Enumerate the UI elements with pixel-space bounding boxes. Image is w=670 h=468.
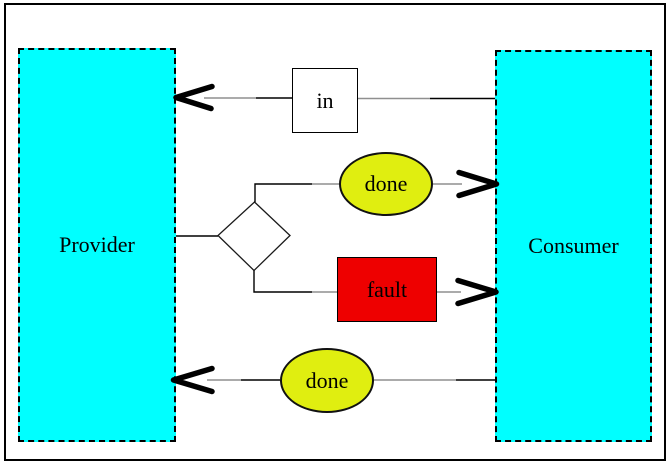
- done-ellipse-top: done: [339, 152, 433, 216]
- in-message-label: in: [316, 87, 334, 113]
- done-ellipse-bottom: done: [280, 348, 374, 413]
- outer-frame: [4, 3, 666, 461]
- consumer-box: Consumer: [495, 50, 652, 442]
- provider-label: Provider: [59, 232, 135, 257]
- done-top-label: done: [364, 171, 408, 196]
- consumer-label: Consumer: [528, 233, 619, 258]
- fault-label: fault: [366, 276, 408, 302]
- done-bottom-label: done: [305, 367, 349, 393]
- fault-box: fault: [337, 257, 437, 322]
- provider-box: Provider: [18, 48, 176, 442]
- in-message-box: in: [292, 68, 358, 133]
